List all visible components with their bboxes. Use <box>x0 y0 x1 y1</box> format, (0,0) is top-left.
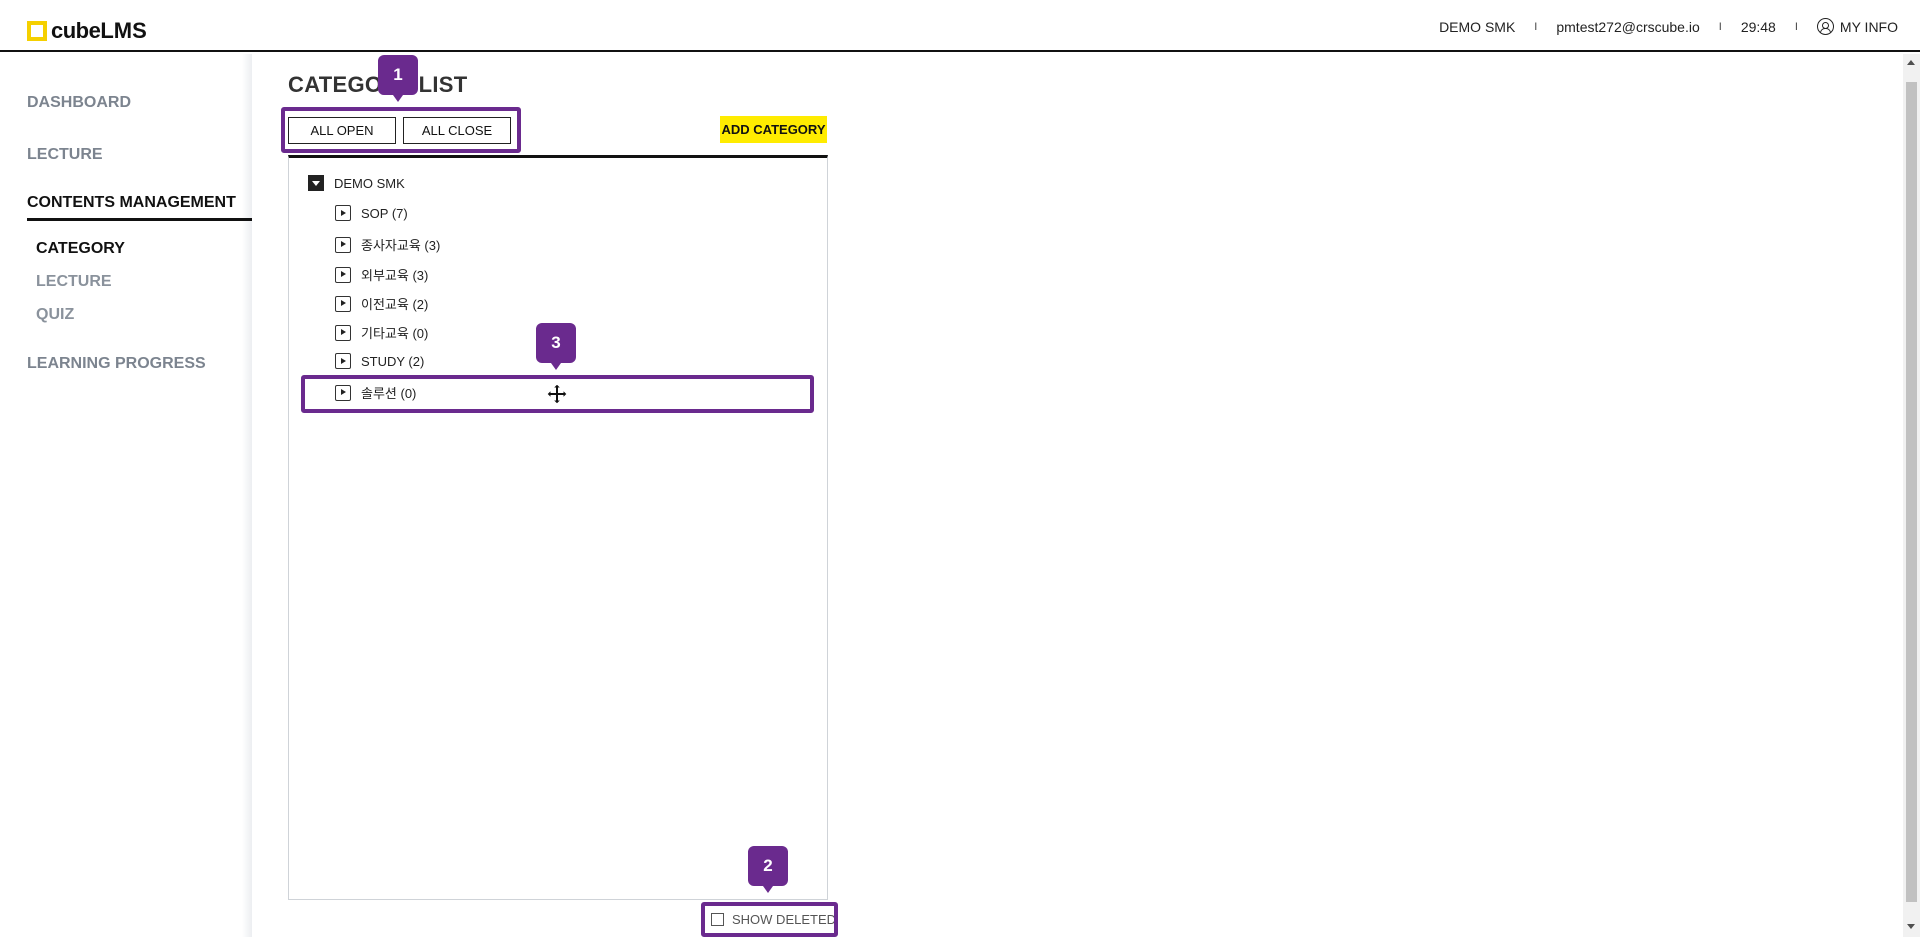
show-deleted-checkbox[interactable] <box>711 913 724 926</box>
annotation-box-2 <box>701 902 838 937</box>
tree-node[interactable]: 기타교육 (0) <box>335 323 428 342</box>
tree-node-label: STUDY (2) <box>361 353 425 369</box>
annotation-box-3 <box>301 375 814 413</box>
tree-node-label: 이전교육 (2) <box>361 297 429 312</box>
move-cursor-icon <box>546 383 568 405</box>
tree-node-label: 솔루션 (0) <box>361 386 417 401</box>
add-category-button[interactable]: ADD CATEGORY <box>720 116 827 143</box>
nav-active-underline <box>27 218 252 221</box>
my-info-link[interactable]: MY INFO <box>1816 18 1898 35</box>
expand-toggle-icon[interactable] <box>335 384 351 401</box>
nav-contents-management[interactable]: CONTENTS MANAGEMENT <box>27 194 236 211</box>
annotation-callout-2: 2 <box>748 846 788 893</box>
user-email: pmtest272@crscube.io <box>1556 18 1700 35</box>
logo-text-cube: cube <box>51 18 101 43</box>
collapse-toggle-icon[interactable] <box>308 175 324 191</box>
page-title: CATEGORY LIST <box>288 72 468 97</box>
show-deleted-toggle[interactable]: SHOW DELETED <box>711 912 836 927</box>
annotation-box-1 <box>281 107 521 153</box>
nav-dashboard[interactable]: DASHBOARD <box>27 94 131 111</box>
annotation-callout-1: 1 <box>378 55 418 102</box>
tree-node-label: 기타교육 (0) <box>361 326 429 341</box>
nav-sub-category[interactable]: CATEGORY <box>36 240 125 257</box>
nav-lecture[interactable]: LECTURE <box>27 146 103 163</box>
nav-sub-lecture[interactable]: LECTURE <box>36 273 112 290</box>
all-open-button[interactable]: ALL OPEN <box>288 117 396 144</box>
tree-node[interactable]: STUDY (2) <box>335 353 424 369</box>
tree-node-label: 종사자교육 (3) <box>361 238 441 253</box>
scroll-up-arrow-icon[interactable] <box>1907 60 1915 65</box>
tree-node[interactable]: 종사자교육 (3) <box>335 235 440 254</box>
show-deleted-label: SHOW DELETED <box>732 912 837 927</box>
category-tree-panel <box>288 155 828 900</box>
user-circle-icon <box>1816 18 1834 35</box>
my-info-label: MY INFO <box>1839 18 1898 35</box>
org-name: DEMO SMK <box>1439 18 1516 35</box>
expand-toggle-icon[interactable] <box>335 205 351 221</box>
nav-learning-progress[interactable]: LEARNING PROGRESS <box>27 355 206 372</box>
sidebar <box>0 54 252 937</box>
logo-text-lms: LMS <box>100 18 147 43</box>
header-user-info: DEMO SMK I pmtest272@crscube.io I 29:48 … <box>1439 18 1898 35</box>
separator: I <box>1794 20 1798 33</box>
scrollbar-thumb[interactable] <box>1906 82 1917 902</box>
expand-toggle-icon[interactable] <box>335 295 351 312</box>
expand-toggle-icon[interactable] <box>335 353 351 369</box>
page-scrollbar[interactable] <box>1903 54 1920 937</box>
tree-node-label: DEMO SMK <box>334 175 405 191</box>
nav-sub-quiz[interactable]: QUIZ <box>36 306 75 323</box>
tree-node[interactable]: SOP (7) <box>335 205 408 221</box>
tree-node[interactable]: 이전교육 (2) <box>335 294 428 313</box>
sidebar-edge <box>242 54 252 937</box>
annotation-callout-3: 3 <box>536 323 576 370</box>
tree-node-label: 외부교육 (3) <box>361 268 429 283</box>
session-timer: 29:48 <box>1740 18 1776 35</box>
separator: I <box>1534 20 1538 33</box>
expand-toggle-icon[interactable] <box>335 324 351 341</box>
separator: I <box>1718 20 1722 33</box>
expand-toggle-icon[interactable] <box>335 266 351 283</box>
tree-node[interactable]: 솔루션 (0) <box>335 383 416 402</box>
scroll-down-arrow-icon[interactable] <box>1907 924 1915 929</box>
expand-toggle-icon[interactable] <box>335 236 351 253</box>
logo-square-icon <box>27 21 47 41</box>
tree-node-label: SOP (7) <box>361 205 408 221</box>
all-close-button[interactable]: ALL CLOSE <box>403 117 511 144</box>
tree-node[interactable]: 외부교육 (3) <box>335 265 428 284</box>
tree-root-demo-smk[interactable]: DEMO SMK <box>308 175 405 191</box>
